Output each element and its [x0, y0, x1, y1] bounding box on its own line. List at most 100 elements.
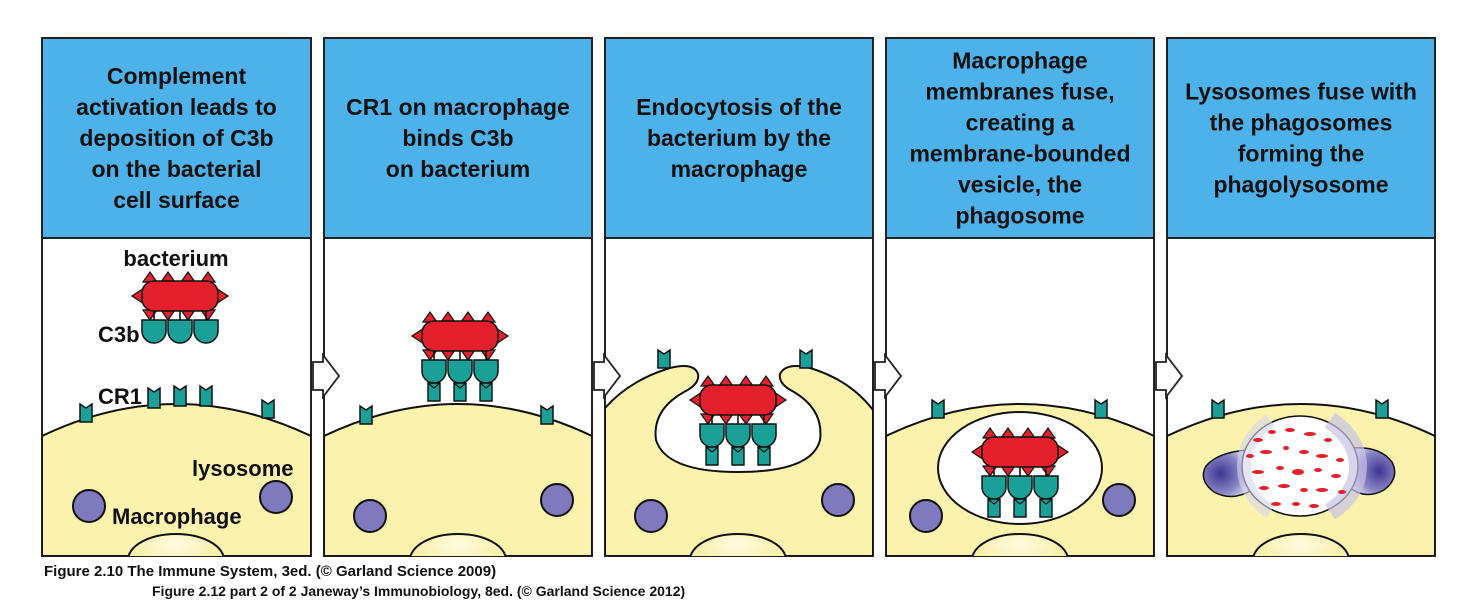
- bacterium-fragment: [1271, 502, 1281, 506]
- bacterium-body: [699, 384, 777, 416]
- title-line: macrophage: [671, 156, 808, 182]
- panel-3-header: [604, 37, 874, 239]
- cr1-label: CR1: [98, 384, 142, 409]
- title-line: binds C3b: [402, 125, 513, 151]
- title-line: vesicle, the: [958, 172, 1082, 198]
- bacterium-bound-to-cr1: [410, 310, 510, 402]
- bacterium-fragment: [1316, 454, 1328, 458]
- title-line: the phagosomes: [1210, 110, 1393, 136]
- c3b-molecule: [421, 359, 447, 384]
- c3b-molecule: [141, 319, 167, 344]
- c3b-molecule: [447, 359, 473, 384]
- cr1-receptor: [427, 382, 441, 402]
- c3b-molecule: [473, 359, 499, 384]
- title-line: bacterium by the: [647, 125, 831, 151]
- panel-1-header: [41, 37, 312, 239]
- cr1-cleft: [479, 382, 493, 389]
- macrophage-nucleus: [689, 533, 787, 556]
- lysosome: [72, 489, 106, 523]
- bacterium-with-c3b: [130, 270, 230, 344]
- cr1-cleft: [987, 498, 1001, 505]
- cr1-receptor: [79, 402, 93, 423]
- bacterium-fragment: [1304, 432, 1316, 436]
- bacterium-fragment: [1331, 474, 1341, 478]
- bacterium-fragment: [1299, 450, 1309, 454]
- panel-4-scene: [886, 398, 1154, 556]
- title-line: Endocytosis of the: [636, 94, 842, 120]
- macrophage-label: Macrophage: [112, 504, 242, 529]
- panel-3-title: Endocytosis of the bacterium by the macrop…: [636, 94, 842, 182]
- cr1-receptor: [1375, 398, 1389, 419]
- title-line: membranes fuse,: [925, 79, 1114, 105]
- c3b-molecule: [725, 423, 751, 448]
- bacterium-fragment: [1314, 468, 1322, 472]
- lysosome-label: lysosome: [192, 456, 294, 481]
- cr1-cleft: [427, 382, 441, 389]
- bacterium-fragment: [1276, 466, 1284, 470]
- figure-caption-1: Figure 2.10 The Immune System, 3ed. (© G…: [44, 563, 497, 580]
- panel-4-header: [885, 37, 1155, 239]
- lysosome: [909, 499, 943, 533]
- lysosome: [540, 483, 574, 517]
- bacterium-fragment: [1316, 488, 1328, 492]
- cr1-receptor: [1094, 398, 1108, 419]
- cr1-cleft: [1013, 498, 1027, 505]
- c3b-molecule: [981, 475, 1007, 500]
- bacterium-in-phagosome: [970, 426, 1070, 518]
- bacterium-body: [421, 320, 499, 352]
- title-line: CR1 on macrophage: [346, 94, 570, 120]
- cr1-receptor: [1013, 498, 1027, 518]
- c3b-molecule: [1007, 475, 1033, 500]
- bacterium-fragment: [1336, 458, 1344, 462]
- cr1-receptor: [931, 398, 945, 419]
- bacterium-fragment: [1309, 504, 1319, 508]
- title-line: forming the: [1238, 141, 1365, 167]
- panel-2-header: [323, 37, 593, 239]
- title-line: cell surface: [113, 187, 240, 213]
- c3b-molecule: [699, 423, 725, 448]
- title-line: creating a: [966, 110, 1075, 136]
- cr1-receptor: [657, 348, 671, 369]
- title-line: Lysosomes fuse with: [1185, 79, 1417, 105]
- panel-5-title: Lysosomes fuse with the phagosomes forming…: [1185, 79, 1417, 198]
- bacterium-fragment: [1259, 486, 1269, 490]
- panel-5-scene: [1167, 398, 1435, 556]
- title-line: activation leads to: [76, 94, 277, 120]
- cr1-cleft: [453, 382, 467, 389]
- title-line: phagolysosome: [1213, 172, 1388, 198]
- cr1-receptor: [799, 348, 813, 369]
- bacterium-body: [141, 280, 219, 312]
- cr1-receptor: [757, 446, 771, 466]
- figure-caption-2: Figure 2.12 part 2 of 2 Janeway’s Immuno…: [152, 583, 686, 599]
- panel-1-title: Complement activation leads to deposition …: [76, 63, 277, 213]
- bacterium-fragment: [1268, 430, 1276, 434]
- bacterium-label: bacterium: [123, 246, 228, 271]
- cr1-cleft: [705, 446, 719, 453]
- title-line: Complement: [107, 63, 247, 89]
- step-arrow: [312, 352, 341, 400]
- c3b-label: C3b: [98, 322, 140, 347]
- cr1-receptor: [147, 386, 161, 409]
- bacterium-fragment: [1324, 438, 1332, 442]
- macrophage-nucleus: [409, 533, 507, 556]
- cr1-receptor: [705, 446, 719, 466]
- title-line: deposition of C3b: [79, 125, 273, 151]
- bacterium-fragment: [1292, 469, 1304, 475]
- bacterium-being-engulfed: [688, 374, 788, 466]
- cr1-receptor: [199, 384, 213, 407]
- step-arrow: [1155, 352, 1184, 400]
- panel-3-scene: [605, 348, 873, 556]
- bacterium-fragment: [1338, 490, 1346, 494]
- cr1-receptor: [540, 404, 554, 425]
- c3b-molecule: [751, 423, 777, 448]
- title-line: Macrophage: [952, 48, 1087, 74]
- bacterium-fragment: [1300, 488, 1308, 492]
- title-line: phagosome: [955, 203, 1084, 229]
- panel-titles: Complement activation leads to deposition …: [76, 48, 1417, 229]
- bacterium-fragment: [1278, 484, 1290, 488]
- step-arrow: [593, 352, 622, 400]
- cr1-receptor: [173, 384, 187, 407]
